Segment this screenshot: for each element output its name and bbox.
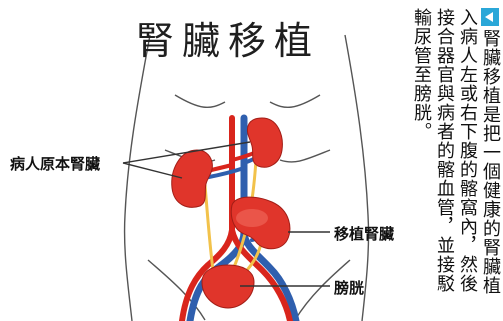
description-column-2: 入病人左或右下腹的髂窩內，然後 [457,8,477,293]
section-marker-icon [481,8,499,26]
description-column-3: 接合器官與病者的髂血管，並接駁 [434,8,454,293]
description-column-4: 輸尿管至膀胱。 [411,8,431,141]
original-kidney-right [247,118,282,167]
transplanted-kidney-highlight [236,209,268,227]
description-column-1: 腎臟移植是把一個健康的腎臟植 [480,8,500,295]
diagram-title: 腎臟移植 [136,10,320,65]
description-text-1: 腎臟移植是把一個健康的腎臟植 [480,29,501,295]
label-transplanted-kidney: 移植腎臟 [334,223,394,244]
label-bladder: 膀胱 [334,277,364,298]
label-original-kidney: 病人原本腎臟 [10,153,100,174]
